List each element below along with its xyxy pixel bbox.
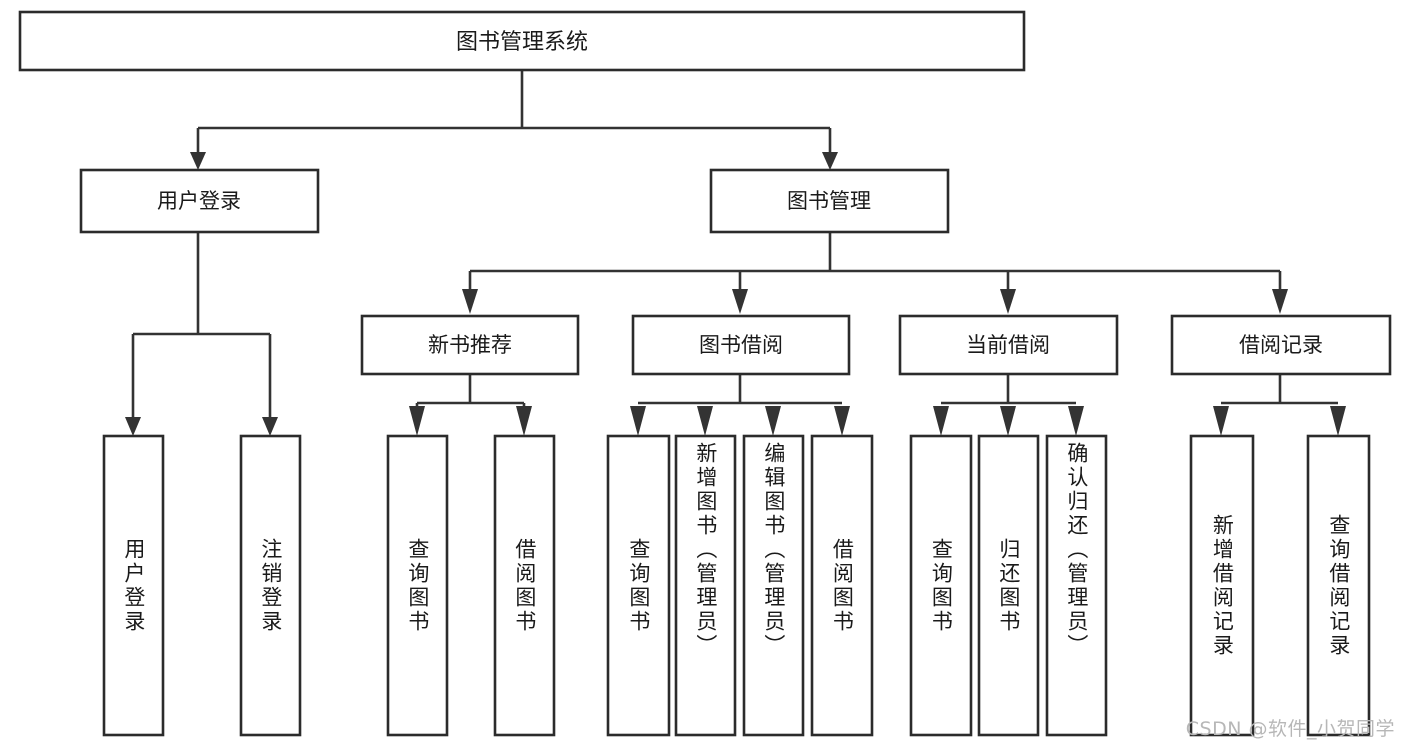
node-book-management[interactable]: 图书管理 — [709, 168, 950, 234]
arrowhead-leaf-query-book-1 — [409, 406, 425, 436]
arrowhead-leaf-logout-login — [262, 417, 278, 436]
node-root-box[interactable] — [18, 10, 1026, 72]
node-new-book-recommend-box[interactable] — [360, 314, 580, 376]
arrowhead-leaf-query-book-3 — [933, 406, 949, 436]
node-user-login-label: 用户登录 — [157, 189, 241, 213]
node-borrow-record-label: 借阅记录 — [1239, 333, 1323, 357]
leaf-box-query-book-1[interactable] — [386, 434, 449, 737]
node-book-management-box[interactable] — [709, 168, 950, 234]
arrowhead-leaf-borrow-book-2 — [834, 406, 850, 436]
csdn-watermark: CSDN @软件_小贺同学 — [1185, 718, 1395, 740]
node-root[interactable]: 图书管理系统 — [18, 10, 1026, 72]
arrowhead-leaf-query-record — [1330, 406, 1346, 436]
arrowhead-book-borrow — [732, 289, 748, 314]
leaf-box-add-record[interactable] — [1189, 434, 1255, 737]
node-book-borrow[interactable]: 图书借阅 — [631, 314, 851, 376]
node-root-label: 图书管理系统 — [456, 30, 588, 55]
node-book-borrow-label: 图书借阅 — [699, 333, 783, 357]
connector-group-root — [190, 70, 838, 170]
leaf-box-logout-login[interactable] — [239, 434, 302, 737]
arrowhead-book-management — [822, 152, 838, 170]
node-current-borrow[interactable]: 当前借阅 — [898, 314, 1119, 376]
arrowhead-leaf-user-login — [125, 417, 141, 436]
arrowhead-user-login — [190, 152, 206, 170]
node-new-book-recommend[interactable]: 新书推荐 — [360, 314, 580, 376]
connector-group-user-login — [125, 232, 278, 436]
node-new-book-recommend-label: 新书推荐 — [428, 333, 512, 357]
connector-group-book-borrow — [630, 374, 850, 436]
leaf-box-borrow-book-1[interactable] — [493, 434, 556, 737]
node-borrow-record[interactable]: 借阅记录 — [1170, 314, 1392, 376]
arrowhead-leaf-query-book-2 — [630, 406, 646, 436]
arrowhead-new-book-recommend — [462, 289, 478, 314]
leaf-box-confirm-return[interactable] — [1045, 434, 1108, 737]
arrowhead-leaf-return-book — [1000, 406, 1016, 436]
node-book-borrow-box[interactable] — [631, 314, 851, 376]
leaf-box-borrow-book-2[interactable] — [810, 434, 874, 737]
arrowhead-leaf-edit-book — [765, 406, 781, 436]
arrowhead-borrow-record — [1272, 289, 1288, 314]
connector-group-current-borrow — [933, 374, 1084, 436]
connector-group-book-management — [462, 232, 1288, 314]
leaf-box-query-book-2[interactable] — [606, 434, 671, 737]
leaf-box-edit-book[interactable] — [742, 434, 805, 737]
leaf-box-user-login[interactable] — [102, 434, 165, 737]
node-current-borrow-box[interactable] — [898, 314, 1119, 376]
arrowhead-current-borrow — [1000, 289, 1016, 314]
connector-group-borrow-record — [1213, 374, 1346, 436]
arrowhead-leaf-add-record — [1213, 406, 1229, 436]
leaf-box-query-book-3[interactable] — [909, 434, 973, 737]
arrowhead-leaf-confirm-return — [1068, 406, 1084, 436]
leaf-box-query-record[interactable] — [1306, 434, 1371, 737]
leaf-box-add-book[interactable] — [674, 434, 737, 737]
node-book-management-label: 图书管理 — [787, 189, 871, 213]
node-current-borrow-label: 当前借阅 — [966, 333, 1050, 357]
node-borrow-record-box[interactable] — [1170, 314, 1392, 376]
node-user-login-box[interactable] — [79, 168, 320, 234]
node-user-login[interactable]: 用户登录 — [79, 168, 320, 234]
arrowhead-leaf-add-book — [697, 406, 713, 436]
leaf-box-return-book[interactable] — [977, 434, 1040, 737]
arrowhead-leaf-borrow-book-1 — [516, 406, 532, 436]
connector-group-new-book-recommend — [409, 374, 532, 436]
